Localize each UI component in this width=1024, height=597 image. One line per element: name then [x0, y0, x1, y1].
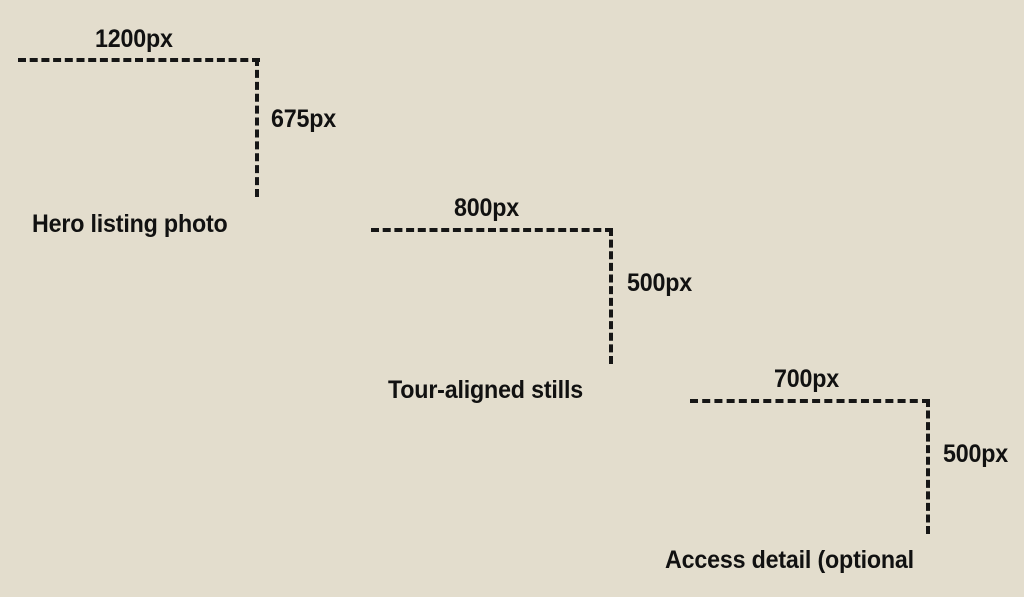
spec-name-hero-listing-photo: Hero listing photo [32, 210, 228, 238]
width-dimension-rule-tour-aligned-stills [371, 228, 613, 232]
height-dimension-label-access-detail-optional: 500px [943, 440, 1008, 468]
width-dimension-label-hero-listing-photo: 1200px [95, 25, 173, 53]
height-dimension-rule-access-detail-optional [926, 399, 930, 534]
spec-name-access-detail-optional: Access detail (optional [665, 546, 914, 574]
width-dimension-label-tour-aligned-stills: 800px [454, 194, 519, 222]
height-dimension-label-hero-listing-photo: 675px [271, 105, 336, 133]
width-dimension-rule-hero-listing-photo [18, 58, 260, 62]
height-dimension-label-tour-aligned-stills: 500px [627, 269, 692, 297]
height-dimension-rule-hero-listing-photo [255, 58, 259, 197]
width-dimension-rule-access-detail-optional [690, 399, 930, 403]
width-dimension-label-access-detail-optional: 700px [774, 365, 839, 393]
height-dimension-rule-tour-aligned-stills [609, 228, 613, 364]
spec-name-tour-aligned-stills: Tour-aligned stills [388, 376, 583, 404]
